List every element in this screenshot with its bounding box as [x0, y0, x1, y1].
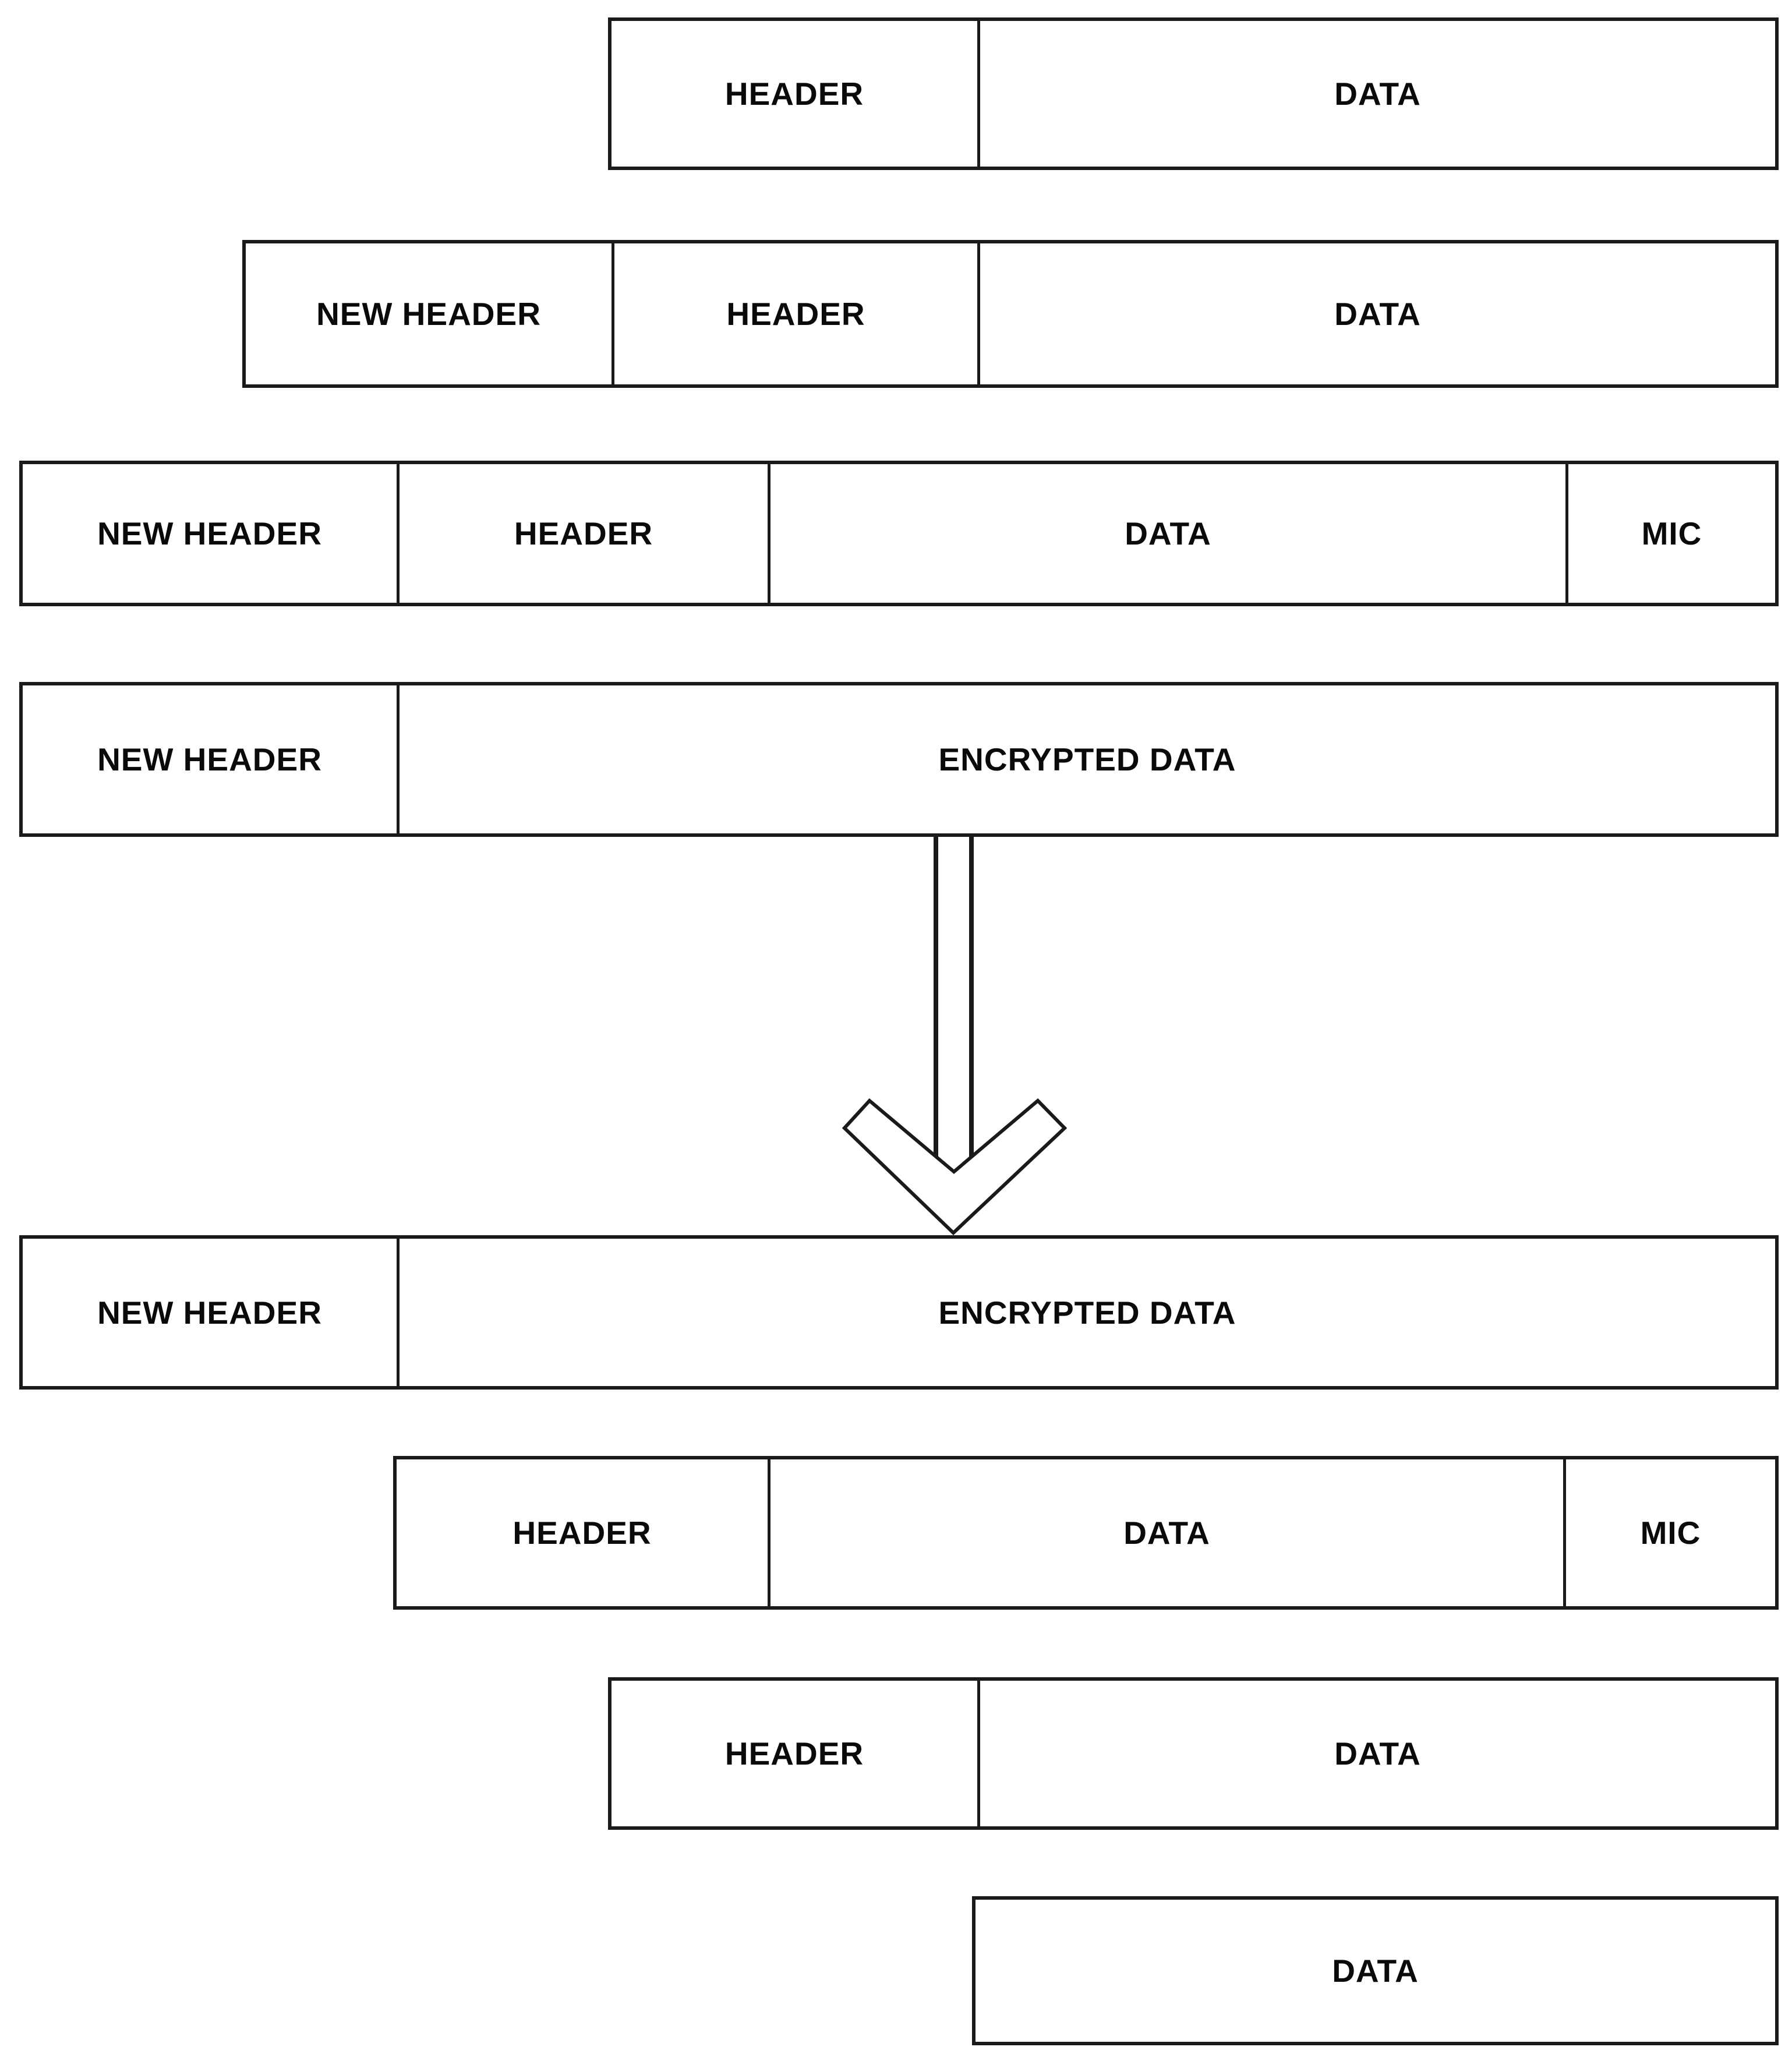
new-header-cell: NEW HEADER [246, 243, 612, 384]
header-cell: HEADER [612, 1681, 977, 1826]
mic-label: MIC [1640, 1515, 1701, 1551]
header-cell: HEADER [612, 21, 977, 167]
mic-cell: MIC [1565, 464, 1775, 603]
packet-row-decrypted-with-mic: HEADER DATA MIC [393, 1456, 1779, 1610]
new-header-label: NEW HEADER [97, 741, 322, 777]
mic-cell: MIC [1563, 1459, 1775, 1606]
header-label: HEADER [724, 1735, 864, 1772]
header-cell: HEADER [397, 1459, 768, 1606]
data-cell: DATA [768, 1459, 1563, 1606]
down-arrow-icon [842, 837, 1068, 1236]
data-cell: DATA [977, 21, 1775, 167]
encrypted-data-cell: ENCRYPTED DATA [397, 685, 1775, 833]
packet-row-encrypted: NEW HEADER ENCRYPTED DATA [19, 682, 1779, 837]
new-header-label: NEW HEADER [97, 515, 322, 552]
packet-row-mic-removed: HEADER DATA [608, 1677, 1779, 1830]
data-cell: DATA [975, 1900, 1775, 2042]
packet-row-payload: DATA [972, 1896, 1779, 2045]
encrypted-data-label: ENCRYPTED DATA [938, 741, 1236, 777]
data-cell: DATA [977, 1681, 1775, 1826]
new-header-cell: NEW HEADER [23, 685, 397, 833]
header-cell: HEADER [397, 464, 768, 603]
packet-row-original: HEADER DATA [608, 17, 1779, 170]
data-cell: DATA [977, 243, 1775, 384]
packet-row-new-header-added: NEW HEADER HEADER DATA [242, 240, 1779, 388]
new-header-cell: NEW HEADER [23, 464, 397, 603]
data-label: DATA [1332, 1953, 1419, 1989]
data-label: DATA [1334, 76, 1421, 112]
header-label: HEADER [514, 515, 653, 552]
header-label: HEADER [512, 1515, 652, 1551]
data-label: DATA [1123, 1515, 1210, 1551]
new-header-label: NEW HEADER [316, 296, 541, 332]
encrypted-data-label: ENCRYPTED DATA [938, 1294, 1236, 1331]
new-header-label: NEW HEADER [97, 1294, 322, 1331]
data-cell: DATA [768, 464, 1565, 603]
data-label: DATA [1334, 1735, 1421, 1772]
new-header-cell: NEW HEADER [23, 1239, 397, 1386]
mic-label: MIC [1641, 515, 1702, 552]
header-cell: HEADER [612, 243, 977, 384]
data-label: DATA [1334, 296, 1421, 332]
header-label: HEADER [726, 296, 865, 332]
data-label: DATA [1125, 515, 1211, 552]
packet-row-received-encrypted: NEW HEADER ENCRYPTED DATA [19, 1235, 1779, 1390]
packet-row-mic-added: NEW HEADER HEADER DATA MIC [19, 461, 1779, 606]
encrypted-data-cell: ENCRYPTED DATA [397, 1239, 1775, 1386]
header-label: HEADER [724, 76, 864, 112]
